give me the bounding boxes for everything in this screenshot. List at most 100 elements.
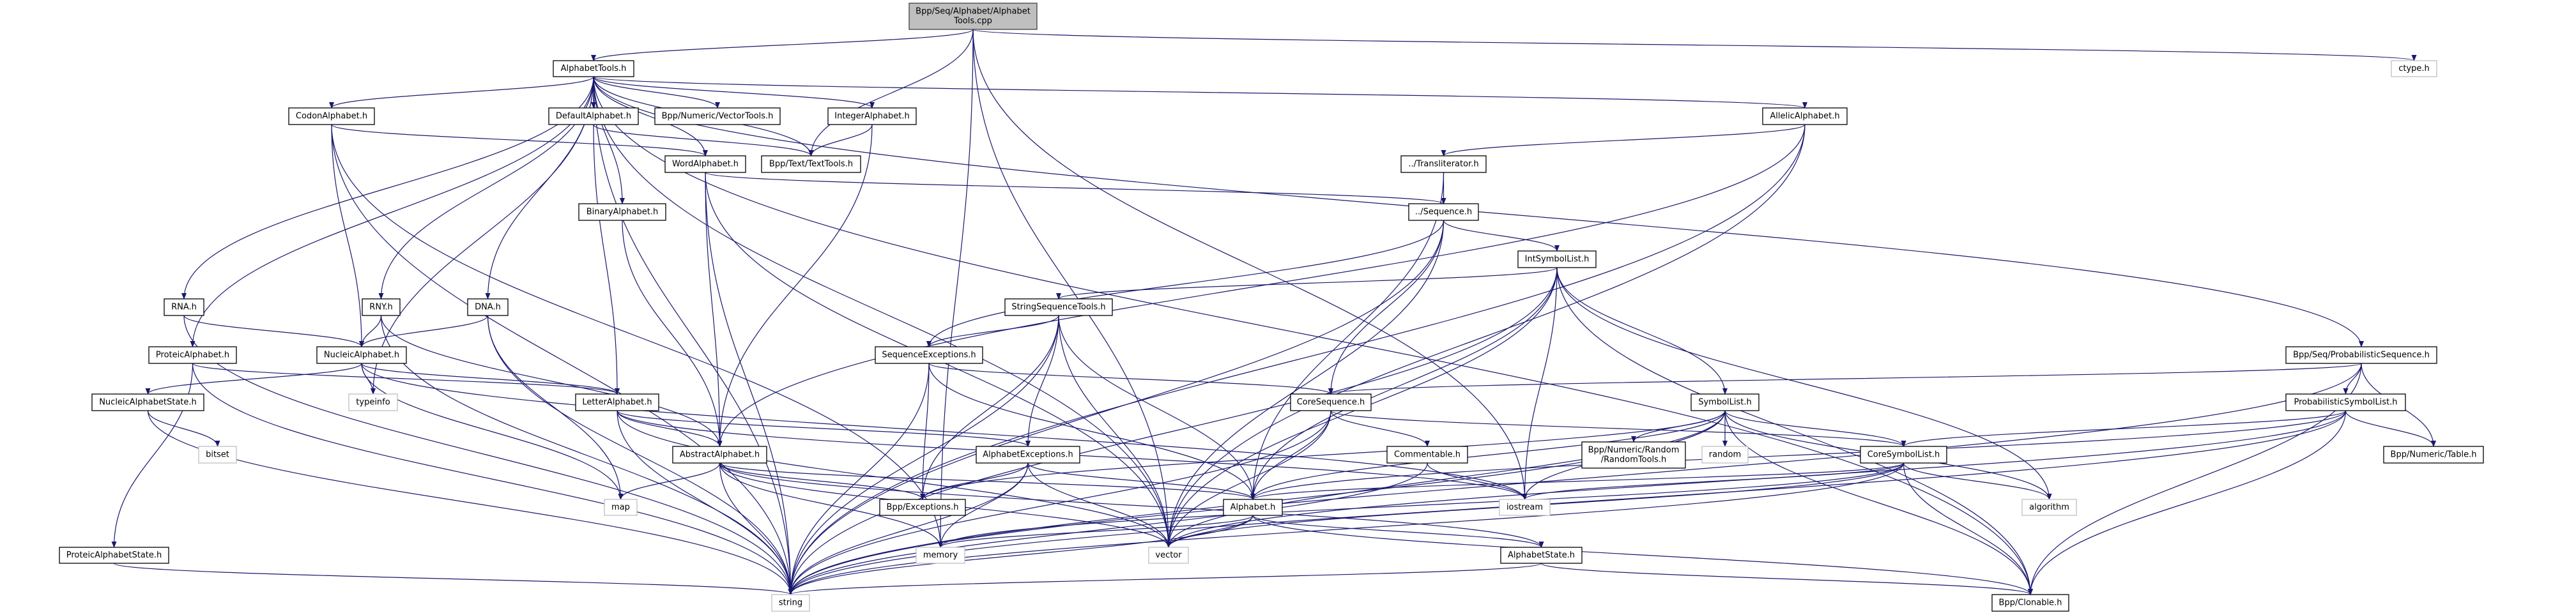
node-label: SequenceExceptions.h xyxy=(882,351,976,360)
node-label: AlphabetTools.h xyxy=(561,64,627,73)
node-label: Bpp/Numeric/Random xyxy=(1588,446,1680,455)
node-int-symbol-list[interactable]: IntSymbolList.h xyxy=(1517,250,1597,268)
edge-word-alphabet-to-abstract-alphabet xyxy=(705,172,723,447)
node-label: WordAlphabet.h xyxy=(672,160,739,169)
node-label: IntSymbolList.h xyxy=(1525,255,1590,264)
edge-transliterator-to-alphabet xyxy=(1250,172,1445,500)
edge-nucleic-alphabet-to-letter-alphabet xyxy=(361,363,620,395)
node-vector-tools[interactable]: Bpp/Numeric/VectorTools.h xyxy=(654,107,781,125)
node-binary-alphabet[interactable]: BinaryAlphabet.h xyxy=(578,203,666,221)
node-proteic-alphabet-state[interactable]: ProteicAlphabetState.h xyxy=(59,547,169,564)
node-alphabet-exceptions[interactable]: AlphabetExceptions.h xyxy=(976,446,1080,464)
node-iostream: iostream xyxy=(1499,499,1551,516)
node-default-alphabet[interactable]: DefaultAlphabet.h xyxy=(548,107,639,125)
node-integer-alphabet[interactable]: IntegerAlphabet.h xyxy=(827,107,917,125)
node-box xyxy=(672,446,767,464)
node-label: ProteicAlphabetState.h xyxy=(66,550,162,560)
node-dna[interactable]: DNA.h xyxy=(467,298,509,316)
node-probabilistic-symbol-list[interactable]: ProbabilisticSymbolList.h xyxy=(2285,393,2406,411)
edge-sequence-to-core-sequence xyxy=(1328,220,1445,395)
edge-root-to-memory xyxy=(938,29,974,548)
edge-nucleic-alphabet-state-to-bitset xyxy=(147,410,220,447)
edge-commentable-to-iostream xyxy=(1427,462,1528,500)
edge-core-symbol-list-to-memory xyxy=(938,462,1905,548)
node-string-sequence-tools[interactable]: StringSequenceTools.h xyxy=(1004,298,1113,316)
node-label: AbstractAlphabet.h xyxy=(680,450,760,460)
node-root[interactable]: Bpp/Seq/Alphabet/AlphabetTools.cpp xyxy=(908,3,1038,30)
edge-core-symbol-list-to-alphabet xyxy=(1250,462,1905,500)
node-text-tools[interactable]: Bpp/Text/TextTools.h xyxy=(761,155,861,173)
node-letter-alphabet[interactable]: LetterAlphabet.h xyxy=(575,393,659,411)
edge-commentable-to-string xyxy=(788,462,1428,595)
node-nucleic-alphabet[interactable]: NucleicAlphabet.h xyxy=(316,346,407,364)
node-nucleic-alphabet-state[interactable]: NucleicAlphabetState.h xyxy=(91,393,204,411)
node-box xyxy=(316,346,407,364)
node-label: vector xyxy=(1155,550,1182,560)
node-label: Commentable.h xyxy=(1394,450,1460,460)
node-map: map xyxy=(604,499,638,516)
edge-allelic-alphabet-to-abstract-alphabet xyxy=(717,124,1805,447)
node-label: map xyxy=(611,503,630,512)
edge-codon-alphabet-to-memory xyxy=(331,124,943,548)
node-label: Bpp/Seq/ProbabilisticSequence.h xyxy=(2293,351,2430,360)
node-allelic-alphabet[interactable]: AllelicAlphabet.h xyxy=(1762,107,1848,125)
edge-alphabet-tools-to-integer-alphabet xyxy=(593,76,875,109)
node-label: bitset xyxy=(206,450,229,460)
edge-alphabet-tools-to-rna xyxy=(181,76,594,300)
node-alphabet[interactable]: Alphabet.h xyxy=(1223,499,1283,516)
node-label: iostream xyxy=(1506,503,1543,512)
node-exceptions[interactable]: Bpp/Exceptions.h xyxy=(879,499,966,516)
node-label: DNA.h xyxy=(475,303,501,312)
edge-codon-alphabet-to-string xyxy=(331,124,793,595)
node-rny[interactable]: RNY.h xyxy=(362,298,401,316)
node-label: NucleicAlphabetState.h xyxy=(99,398,197,407)
edge-sequence-to-int-symbol-list xyxy=(1443,220,1560,252)
node-box xyxy=(1860,446,1947,464)
node-box xyxy=(575,393,659,411)
node-label: CoreSymbolList.h xyxy=(1867,450,1940,460)
node-abstract-alphabet[interactable]: AbstractAlphabet.h xyxy=(672,446,767,464)
node-core-symbol-list[interactable]: CoreSymbolList.h xyxy=(1860,446,1947,464)
node-label: StringSequenceTools.h xyxy=(1011,303,1105,312)
node-box xyxy=(879,499,966,516)
node-sequence-exceptions[interactable]: SequenceExceptions.h xyxy=(875,346,983,364)
node-sequence[interactable]: ../Sequence.h xyxy=(1408,203,1479,221)
edge-alphabet-to-alphabet-state xyxy=(1252,515,1544,548)
node-label: Tools.cpp xyxy=(953,17,992,26)
node-codon-alphabet[interactable]: CodonAlphabet.h xyxy=(288,107,375,125)
edge-alphabet-to-string xyxy=(788,515,1254,595)
node-memory: memory xyxy=(916,547,965,564)
edge-rna-to-nucleic-alphabet xyxy=(183,315,364,347)
node-transliterator[interactable]: ../Transliterator.h xyxy=(1400,155,1487,173)
edge-abstract-alphabet-to-exceptions xyxy=(719,462,925,500)
node-label: AllelicAlphabet.h xyxy=(1770,112,1839,121)
node-commentable[interactable]: Commentable.h xyxy=(1386,446,1468,464)
node-table[interactable]: Bpp/Numeric/Table.h xyxy=(2383,446,2484,464)
node-box xyxy=(771,594,810,612)
edge-core-sequence-to-string xyxy=(788,410,1331,595)
node-proteic-alphabet[interactable]: ProteicAlphabet.h xyxy=(148,346,237,364)
node-label: random xyxy=(1709,450,1741,460)
node-word-alphabet[interactable]: WordAlphabet.h xyxy=(664,155,746,173)
node-random: random xyxy=(1701,446,1749,464)
node-core-sequence[interactable]: CoreSequence.h xyxy=(1290,393,1372,411)
node-rna[interactable]: RNA.h xyxy=(164,298,204,316)
node-box xyxy=(1500,547,1583,564)
node-probabilistic-sequence[interactable]: Bpp/Seq/ProbabilisticSequence.h xyxy=(2285,346,2437,364)
node-symbol-list[interactable]: SymbolList.h xyxy=(1690,393,1759,411)
node-random-tools[interactable]: Bpp/Numeric/Random/RandomTools.h xyxy=(1581,441,1686,469)
node-label: NucleicAlphabet.h xyxy=(324,351,399,360)
node-label: ../Sequence.h xyxy=(1415,208,1472,217)
edge-nucleic-alphabet-to-map xyxy=(361,363,624,500)
node-alphabet-tools[interactable]: AlphabetTools.h xyxy=(553,60,634,77)
node-clonable[interactable]: Bpp/Clonable.h xyxy=(1991,594,2069,612)
node-box xyxy=(875,346,983,364)
edge-int-symbol-list-to-string xyxy=(788,267,1558,595)
edge-alphabet-exceptions-to-exceptions xyxy=(920,462,1029,500)
edge-string-sequence-tools-to-alphabet xyxy=(1058,315,1255,500)
node-alphabet-state[interactable]: AlphabetState.h xyxy=(1500,547,1583,564)
edge-string-sequence-tools-to-string xyxy=(788,315,1059,595)
node-label: SymbolList.h xyxy=(1698,398,1752,407)
node-box xyxy=(604,499,638,516)
node-label: CodonAlphabet.h xyxy=(296,112,367,121)
